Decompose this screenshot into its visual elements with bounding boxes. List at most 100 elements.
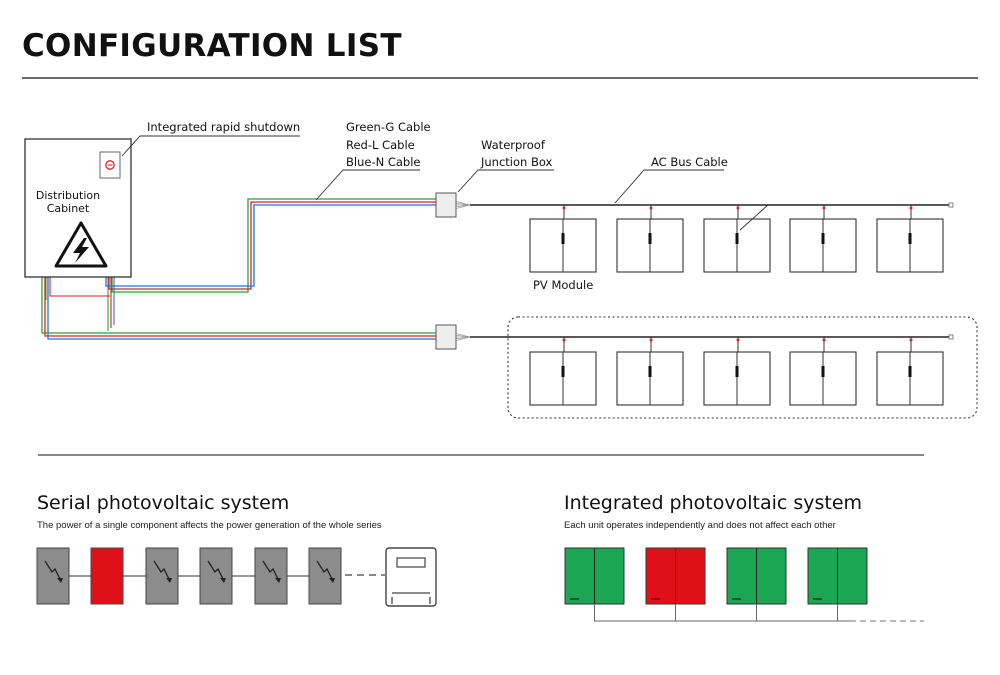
- cabinet-label-line1: Distribution: [36, 189, 100, 202]
- connector-dot: [649, 206, 653, 210]
- module-inverter: [821, 366, 825, 377]
- serial-module: [199, 547, 233, 605]
- arrow-head: [166, 578, 172, 583]
- arrow-head: [57, 578, 63, 583]
- cabinet-label-line2: Cabinet: [47, 202, 90, 215]
- ac-bus-callout: [614, 169, 724, 204]
- integrated-module: [564, 547, 625, 621]
- serial-subtitle: The power of a single component affects …: [37, 520, 382, 531]
- serial-module: [90, 547, 124, 605]
- arrow-head: [275, 578, 281, 583]
- serial-module: [308, 547, 342, 605]
- pv-module: [616, 337, 684, 406]
- module-inverter: [908, 233, 912, 244]
- broken-switch-icon: [316, 560, 334, 582]
- high-voltage-warning-icon: [54, 221, 108, 268]
- integrated-subtitle: Each unit operates independently and doe…: [564, 520, 836, 531]
- connector-dot: [649, 338, 653, 342]
- broken-switch-icon: [153, 560, 171, 582]
- integrated-module: [726, 547, 787, 621]
- connector-dot: [822, 338, 826, 342]
- connector-dot: [736, 206, 740, 210]
- cable-green-label: Green-G Cable: [346, 120, 431, 134]
- page-title: CONFIGURATION LIST: [22, 28, 402, 64]
- serial-module-panel: [254, 547, 288, 605]
- bus-rows: [435, 192, 954, 406]
- broken-switch-icon: [44, 560, 62, 582]
- connector-dot: [562, 338, 566, 342]
- pv-module: [703, 205, 771, 273]
- integrated-module: [645, 547, 706, 621]
- pv-module: [789, 337, 857, 406]
- pv-module: [529, 205, 597, 273]
- junction-label-line1: Waterproof: [481, 138, 546, 152]
- rapid-shutdown-callout: [121, 135, 300, 157]
- pv-module: [529, 337, 597, 406]
- power-button-icon: [105, 160, 115, 170]
- serial-module-panel: [308, 547, 342, 605]
- serial-module-panel: [90, 547, 124, 605]
- pv-module-callout: [739, 204, 769, 231]
- module-inverter: [735, 233, 739, 244]
- cable-upper-2: [105, 204, 436, 287]
- pv-module: [876, 205, 944, 273]
- serial-module-panel: [36, 547, 70, 605]
- pv-module: [703, 337, 771, 406]
- ac-bus-label: AC Bus Cable: [651, 155, 728, 169]
- integrated-modules: [564, 547, 924, 622]
- cable-upper-1: [108, 201, 436, 290]
- module-inverter: [648, 366, 652, 377]
- connector-dot: [909, 338, 913, 342]
- inverter-icon: [385, 547, 437, 607]
- integrated-title: Integrated photovoltaic system: [564, 492, 863, 514]
- cable-lower-2: [47, 277, 436, 340]
- junction-box: [435, 192, 457, 218]
- serial-module: [254, 547, 288, 605]
- junction-box: [435, 324, 457, 350]
- cable-blue-label: Blue-N Cable: [346, 155, 421, 169]
- module-inverter: [908, 366, 912, 377]
- module-inverter: [648, 233, 652, 244]
- cable-lower-1: [44, 277, 436, 337]
- cable-red-label: Red-L Cable: [346, 138, 415, 152]
- pv-module-label: PV Module: [533, 278, 593, 292]
- connector-dot: [562, 206, 566, 210]
- junction-wire: [455, 204, 471, 209]
- connector-dot: [736, 338, 740, 342]
- junction-callout: [457, 169, 554, 193]
- connector-dot: [909, 206, 913, 210]
- pv-module: [789, 205, 857, 273]
- distribution-cabinet: Distribution Cabinet: [24, 138, 132, 278]
- broken-switch-icon: [207, 560, 225, 582]
- junction-label-line2: Junction Box: [480, 155, 553, 169]
- cables: [41, 198, 436, 340]
- cable-stub-red: [49, 277, 110, 297]
- module-inverter: [561, 366, 565, 377]
- arrow-head: [329, 578, 335, 583]
- bus-end-cap: [948, 202, 954, 208]
- pv-module: [876, 337, 944, 406]
- serial-module: [36, 547, 70, 605]
- cable-callout: [315, 169, 420, 201]
- rapid-shutdown-label: Integrated rapid shutdown: [147, 120, 300, 134]
- module-inverter: [735, 366, 739, 377]
- serial-title: Serial photovoltaic system: [37, 492, 290, 514]
- serial-module-panel: [145, 547, 179, 605]
- broken-switch-icon: [262, 560, 280, 582]
- serial-module-panel: [199, 547, 233, 605]
- arrow-head: [220, 578, 226, 583]
- integrated-module: [807, 547, 868, 621]
- pv-module: [616, 205, 684, 273]
- module-inverter: [561, 233, 565, 244]
- integrated-group-border: [507, 316, 978, 419]
- connector-dot: [822, 206, 826, 210]
- cable-upper-0: [111, 198, 436, 293]
- bus-end-cap: [948, 334, 954, 340]
- serial-modules: [36, 547, 342, 605]
- cable-lower-0: [41, 277, 436, 334]
- junction-wire: [455, 336, 471, 341]
- serial-module: [145, 547, 179, 605]
- module-inverter: [821, 233, 825, 244]
